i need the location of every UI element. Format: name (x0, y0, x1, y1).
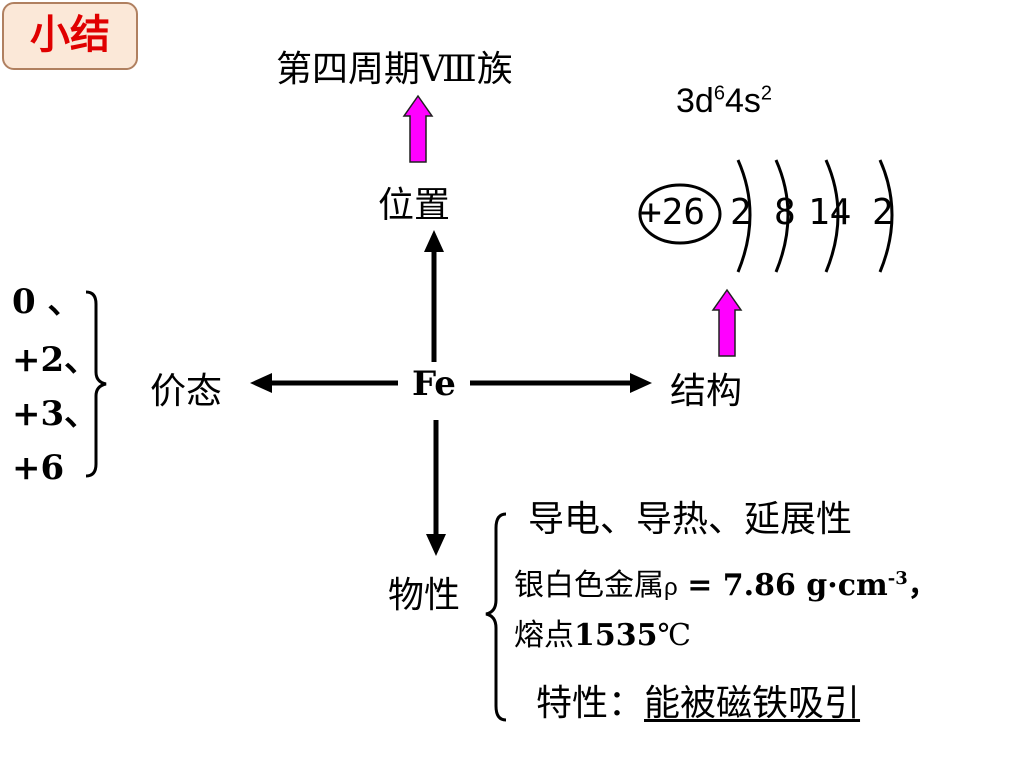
nucleus-charge: +26 (640, 192, 706, 233)
properties-brace (485, 512, 507, 722)
shell-arc-4 (878, 159, 894, 273)
magnetic-attraction: 能被磁铁吸引 (644, 683, 861, 724)
arrow-left-valence-head (250, 373, 272, 393)
arrow-up-position-head (424, 230, 444, 252)
arrow-down-properties-head (426, 534, 446, 556)
property-melting-point: 熔点1535℃ (514, 618, 692, 653)
magenta-arrow-structure (711, 288, 743, 357)
valence-value-0: 0 、 (12, 282, 82, 322)
arrow-right-structure-head (630, 373, 652, 393)
valence-value-3: +3、 (12, 394, 99, 434)
structure-label: 结构 (670, 371, 743, 412)
shell-arc-1 (736, 159, 752, 273)
position-detail: 第四周期Ⅷ族 (276, 49, 513, 90)
magenta-arrow-position (402, 94, 434, 163)
electron-config: 3d64s2 (676, 82, 772, 120)
shell-electrons-2: 8 (774, 192, 796, 233)
valence-label: 价态 (150, 371, 223, 412)
valence-value-6: +6 (12, 448, 65, 488)
center-element: Fe (412, 364, 456, 404)
shell-electrons-1: 2 (730, 192, 752, 233)
summary-badge: 小结 (2, 2, 138, 70)
position-label: 位置 (378, 185, 451, 226)
shell-electrons-4: 2 (872, 192, 894, 233)
properties-label: 物性 (388, 575, 461, 616)
property-appearance-density: 银白色金属ρ = 7.86 g·cm-3， (514, 568, 938, 603)
valence-value-2: +2、 (12, 340, 99, 380)
property-conductivity: 导电、导热、延展性 (528, 499, 853, 540)
shell-arc-3 (824, 159, 840, 273)
shell-electrons-3: 14 (808, 192, 852, 233)
nucleus-circle (638, 183, 722, 245)
valence-brace (85, 290, 107, 478)
property-special: 特性：能被磁铁吸引 (536, 683, 861, 724)
shell-arc-2 (774, 159, 790, 273)
